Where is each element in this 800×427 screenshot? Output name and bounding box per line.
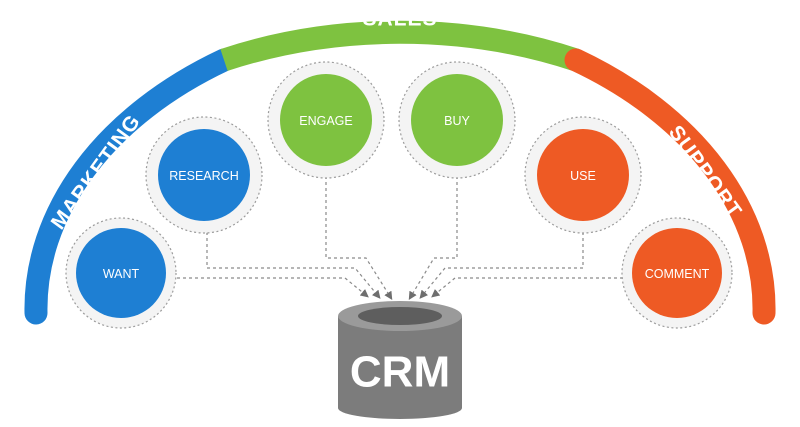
buy-label: BUY [444, 114, 470, 128]
marketing-arc [24, 48, 236, 325]
use-label: USE [570, 169, 596, 183]
use-circle [537, 129, 629, 221]
connector-engage [325, 176, 393, 301]
sales-arc [220, 20, 580, 71]
connector-want [177, 277, 369, 298]
comment-circle [632, 228, 722, 318]
stage-want: WANT [65, 217, 177, 329]
connector-use [419, 232, 584, 299]
stage-engage: ENGAGE [267, 61, 385, 179]
stage-use: USE [524, 116, 642, 234]
connector-research [206, 232, 381, 299]
stage-comment: COMMENT [621, 217, 733, 329]
comment-label: COMMENT [645, 267, 710, 281]
sales-label: SALES [362, 8, 437, 31]
connectors [177, 176, 623, 301]
connector-comment [431, 277, 623, 298]
connector-buy [408, 176, 458, 301]
stage-buy: BUY [398, 61, 516, 179]
want-label: WANT [103, 267, 140, 281]
research-circle [158, 129, 250, 221]
buy-circle [411, 74, 503, 166]
engage-label: ENGAGE [299, 114, 353, 128]
marketing-label: MARKETING [47, 110, 146, 234]
crm-database-icon: CRM [338, 301, 462, 419]
want-circle [76, 228, 166, 318]
support-label: SUPPORT [664, 121, 746, 222]
engage-circle [280, 74, 372, 166]
crm-label: CRM [350, 348, 450, 397]
support-arc [564, 48, 776, 325]
stage-research: RESEARCH [145, 116, 263, 234]
research-label: RESEARCH [169, 169, 238, 183]
